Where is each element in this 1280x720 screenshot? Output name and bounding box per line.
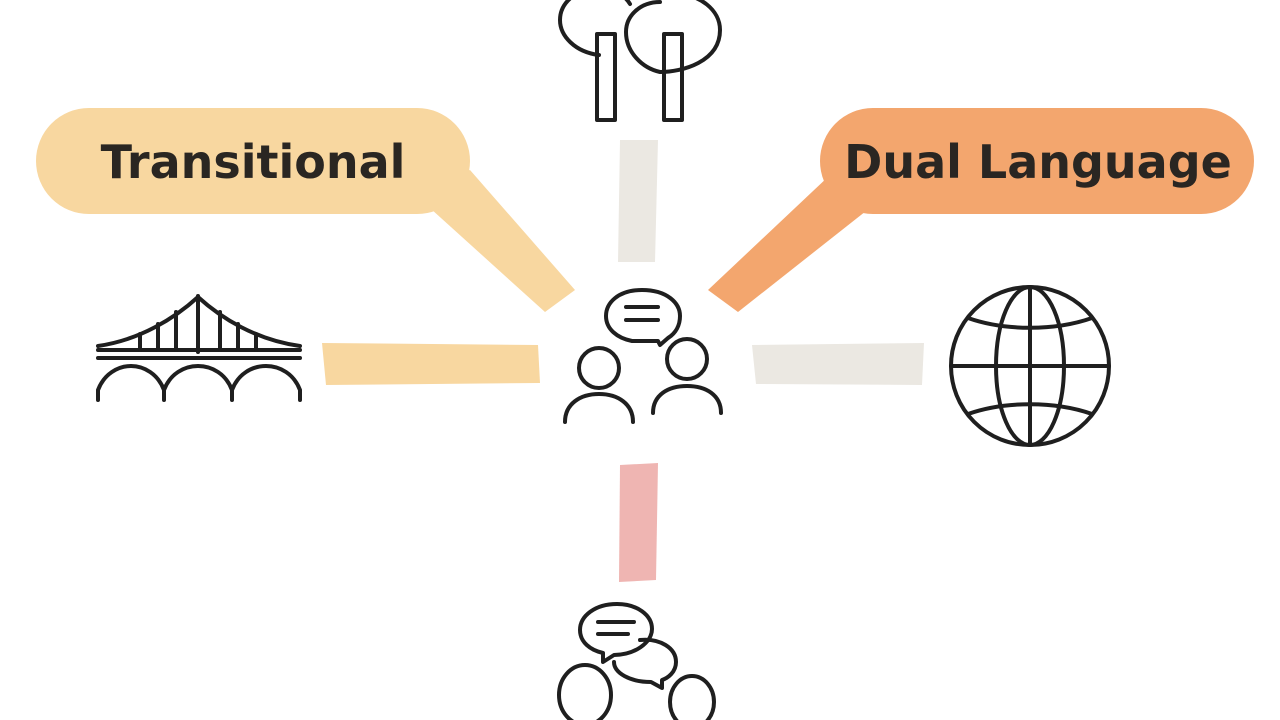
globe-icon bbox=[949, 285, 1111, 447]
dual-language-callout-pointer bbox=[708, 175, 880, 312]
connector-bottom bbox=[619, 463, 658, 582]
bridge-icon bbox=[96, 294, 302, 402]
transitional-label: Transitional bbox=[101, 135, 406, 189]
dual-language-label: Dual Language bbox=[844, 135, 1232, 189]
trees-icon bbox=[558, 0, 722, 122]
dual-language-callout-bubble bbox=[820, 108, 1254, 214]
transitional-callout-bubble bbox=[36, 108, 470, 214]
people-chat-icon bbox=[557, 602, 716, 720]
connector-left bbox=[322, 343, 540, 385]
dual-language-callout[interactable]: Dual Language bbox=[708, 108, 1254, 312]
connector-top bbox=[618, 140, 658, 262]
transitional-callout-pointer bbox=[410, 170, 575, 312]
transitional-callout[interactable]: Transitional bbox=[36, 108, 575, 312]
people-conversation-icon bbox=[563, 288, 723, 424]
connector-right bbox=[752, 343, 924, 385]
